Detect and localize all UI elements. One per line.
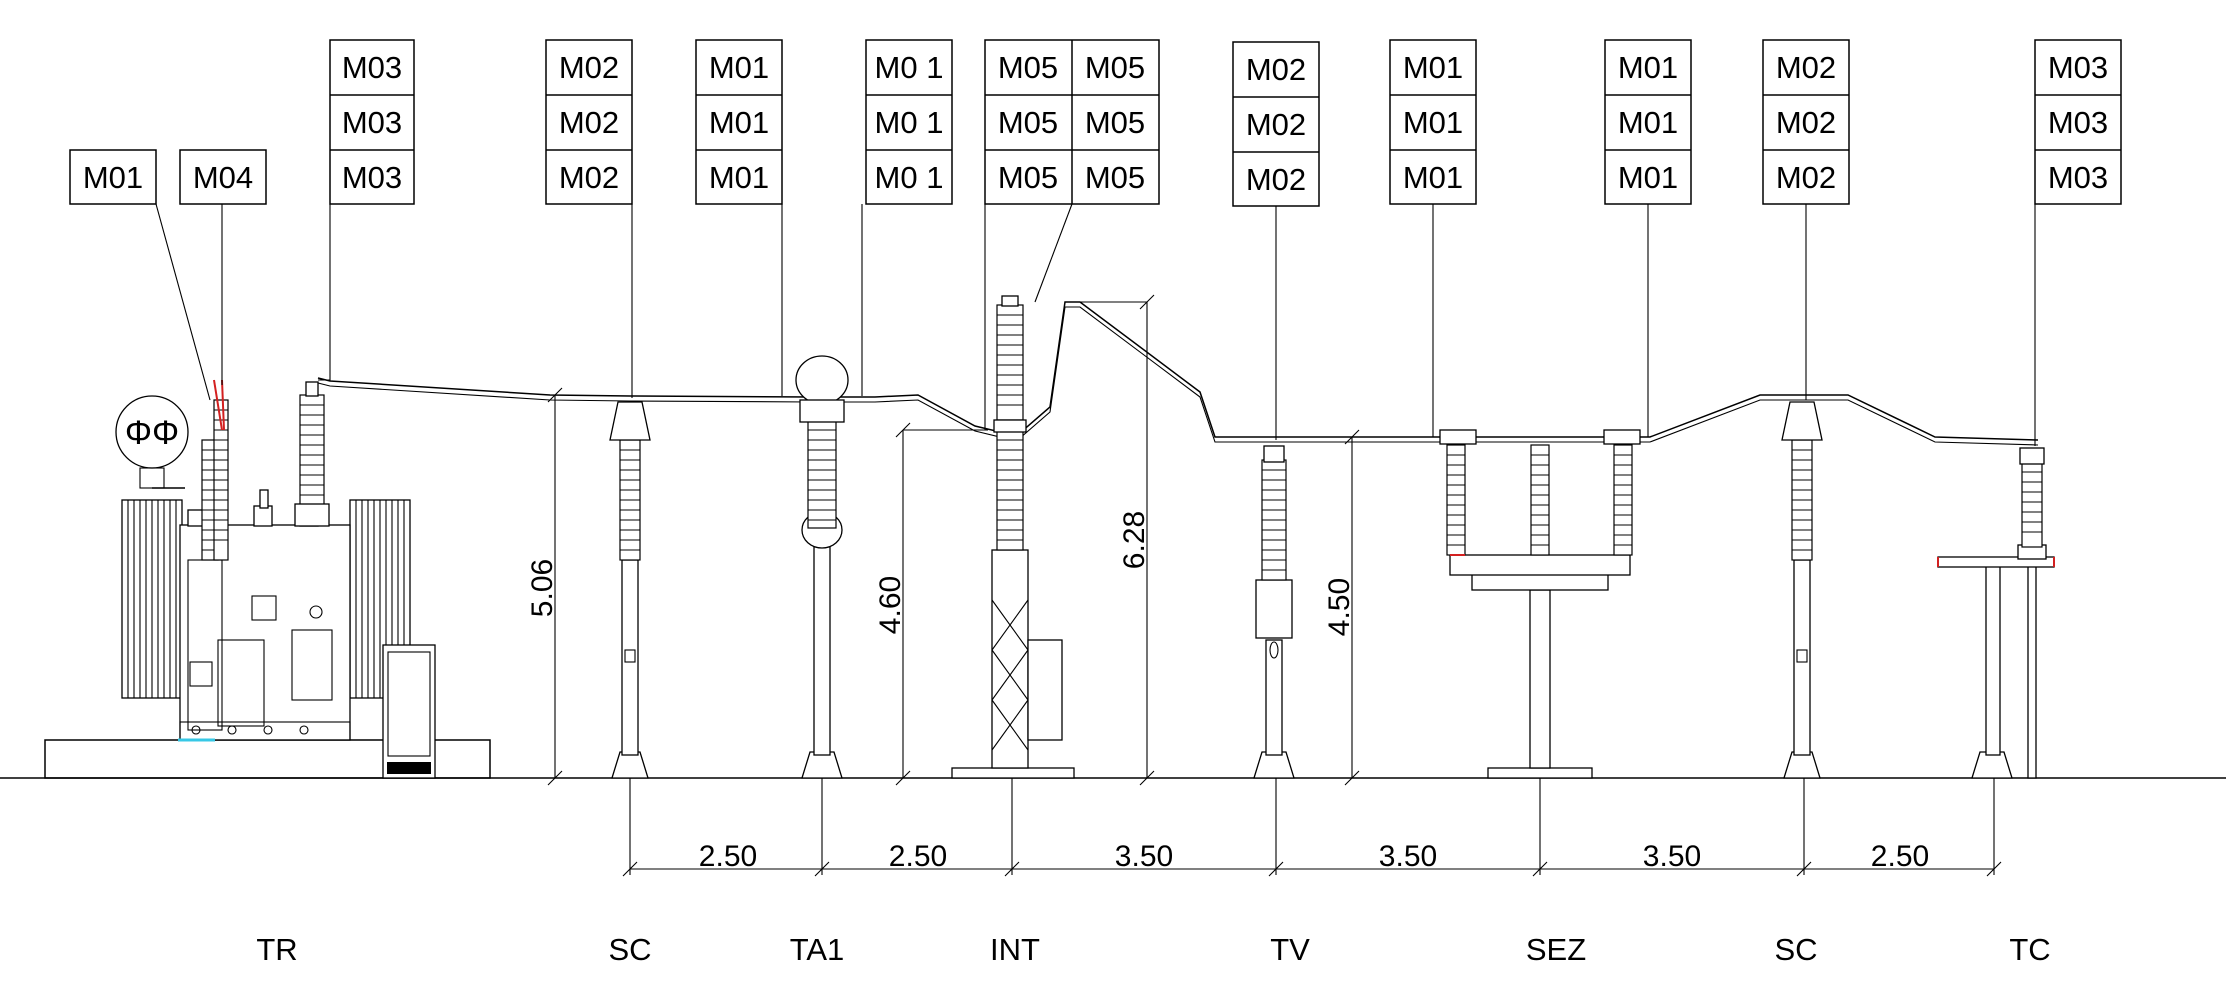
tag-stack-ta1-right: M0 1 M0 1 M0 1 xyxy=(865,39,953,205)
leader-lines xyxy=(155,203,2036,446)
circuit-breaker-int xyxy=(951,295,1075,779)
height-label: 5.06 xyxy=(526,559,559,617)
equipment-captions: TR SC TA1 INT TV SEZ SC TC xyxy=(256,932,2050,967)
tag-label: M0 1 xyxy=(875,50,944,85)
tag-stack-tr-m03: M03 M03 M03 xyxy=(329,39,415,205)
tag-label: M02 xyxy=(1246,107,1306,142)
tag-label: M01 xyxy=(709,105,769,140)
transformer-tank xyxy=(179,524,351,741)
tag-stack-ta1-left: M01 M01 M01 xyxy=(695,39,783,205)
current-transformer-ta1 xyxy=(795,355,849,779)
tag-label: M02 xyxy=(559,160,619,195)
tag-label: M01 xyxy=(709,50,769,85)
tag-label: M05 xyxy=(1085,160,1145,195)
tag-stack-sc-2: M02 M02 M02 xyxy=(1762,39,1850,205)
caption-sc-2: SC xyxy=(1774,932,1817,967)
tag-group-tr-m01: M01 xyxy=(69,149,157,205)
caption-ta1: TA1 xyxy=(790,932,845,967)
coupling-capacitor-tc xyxy=(1937,447,2055,779)
caption-sez: SEZ xyxy=(1526,932,1586,967)
caption-tc: TC xyxy=(2009,932,2050,967)
surge-arrester-sc-2 xyxy=(1781,401,1823,779)
tag-label: M02 xyxy=(1776,105,1836,140)
spacing-label: 3.50 xyxy=(1115,840,1173,873)
tag-stack-sez-right: M01 M01 M01 xyxy=(1604,39,1692,205)
conservator-symbol: ΦΦ xyxy=(125,414,179,452)
tag-label: M02 xyxy=(559,50,619,85)
tag-label: M0 1 xyxy=(875,160,944,195)
tag-label: M0 1 xyxy=(875,105,944,140)
tag-stack-tc: M03 M03 M03 xyxy=(2034,39,2122,205)
caption-sc-1: SC xyxy=(608,932,651,967)
tag-label: M05 xyxy=(998,160,1058,195)
tag-label: M05 xyxy=(1085,105,1145,140)
radiator-left xyxy=(121,499,183,699)
caption-int: INT xyxy=(990,932,1040,967)
spacing-label: 2.50 xyxy=(889,840,947,873)
height-dimension-sc: 5.06 xyxy=(526,387,563,786)
tag-label: M05 xyxy=(1085,50,1145,85)
spacing-label: 2.50 xyxy=(699,840,757,873)
surge-arrester-sc-1 xyxy=(609,401,651,779)
tag-label: M01 xyxy=(709,160,769,195)
tag-label: M03 xyxy=(342,160,402,195)
tag-label: M02 xyxy=(1776,50,1836,85)
busbar-conductor xyxy=(317,301,2039,446)
tag-stack-sc-1: M02 M02 M02 xyxy=(545,39,633,205)
spacing-label: 2.50 xyxy=(1871,840,1929,873)
caption-tv: TV xyxy=(1270,932,1310,967)
tag-label: M03 xyxy=(2048,160,2108,195)
tag-stack-int: M05 M05 M05 M05 M05 M05 xyxy=(984,39,1160,205)
tag-label: M02 xyxy=(1246,52,1306,87)
height-label: 4.50 xyxy=(1323,578,1356,636)
height-label: 4.60 xyxy=(874,576,907,634)
height-dimension-int-high: 6.28 xyxy=(1080,294,1155,786)
height-dimension-tv: 4.50 xyxy=(1323,429,1360,786)
tag-label: M05 xyxy=(998,105,1058,140)
transformer-tr: ΦΦ xyxy=(115,379,411,742)
tag-label: M01 xyxy=(1403,160,1463,195)
spacing-dimensions: 2.50 2.50 3.50 3.50 3.50 2.50 xyxy=(622,778,2002,877)
tag-label: M02 xyxy=(1776,160,1836,195)
tag-label: M02 xyxy=(559,105,619,140)
tag-label: M01 xyxy=(1618,160,1678,195)
tag-label: M02 xyxy=(1246,162,1306,197)
voltage-transformer-tv xyxy=(1253,445,1295,779)
tag-label: M01 xyxy=(83,160,143,195)
tag-label: M04 xyxy=(193,160,253,195)
tag-label: M03 xyxy=(342,50,402,85)
tag-label: M01 xyxy=(1618,105,1678,140)
caption-tr: TR xyxy=(256,932,297,967)
height-dimension-int-low: 4.60 xyxy=(874,422,988,786)
tag-label: M05 xyxy=(998,50,1058,85)
tag-group-tr-m04: M04 xyxy=(179,149,267,205)
tag-label: M03 xyxy=(2048,50,2108,85)
tag-stack-tv: M02 M02 M02 xyxy=(1232,41,1320,207)
tag-label: M03 xyxy=(2048,105,2108,140)
tag-label: M01 xyxy=(1403,105,1463,140)
tag-label: M03 xyxy=(342,105,402,140)
spacing-label: 3.50 xyxy=(1643,840,1701,873)
transformer-main-bushing xyxy=(294,381,330,527)
height-label: 6.28 xyxy=(1118,511,1151,569)
control-cabinet xyxy=(382,644,436,779)
tag-stack-sez-left: M01 M01 M01 xyxy=(1389,39,1477,205)
disconnector-sez xyxy=(1439,429,1641,779)
tag-label: M01 xyxy=(1618,50,1678,85)
tag-label: M01 xyxy=(1403,50,1463,85)
spacing-label: 3.50 xyxy=(1379,840,1437,873)
